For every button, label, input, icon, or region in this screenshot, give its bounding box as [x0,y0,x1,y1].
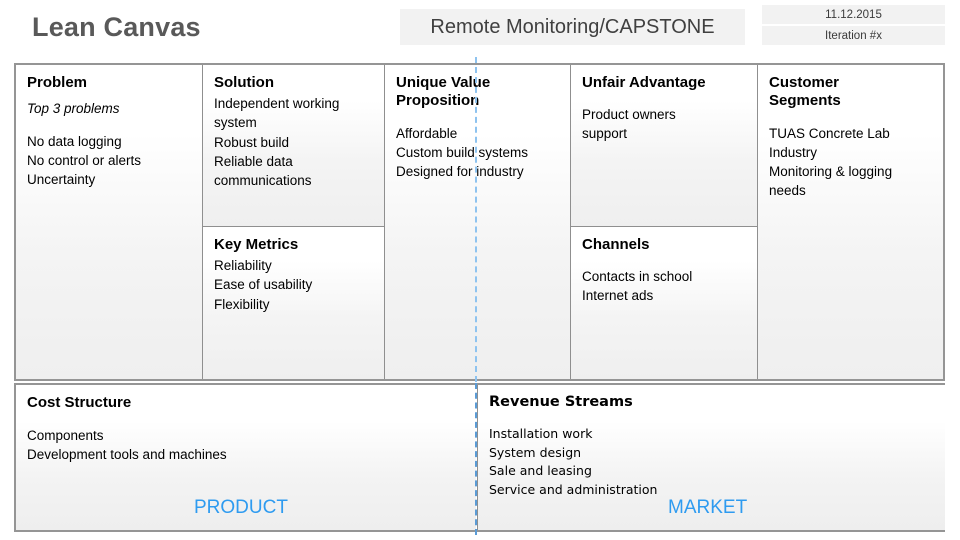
date-text: 11.12.2015 [825,8,882,21]
uvp-items: Affordable Custom build systems Designed… [396,125,529,179]
customer-segments-heading: Customer Segments [769,74,841,110]
market-zone-label: MARKET [668,497,748,518]
column-divider-2 [384,65,385,379]
uvp-heading: Unique Value Proposition [396,74,491,110]
solution-heading: Solution [214,74,274,91]
cost-structure-items: Components Development tools and machine… [27,428,227,463]
cost-structure-heading: Cost Structure [27,394,132,411]
iteration-text: Iteration #x [825,29,882,42]
block-unfair-advantage: Unfair Advantage Product owners support [571,65,757,226]
problem-heading: Problem [27,74,88,91]
column-divider-1 [202,65,203,379]
header: Lean Canvas Remote Monitoring/CAPSTONE 1… [0,0,960,56]
block-unique-value-proposition: Unique Value Proposition Affordable Cust… [385,65,570,379]
customer-segments-items: TUAS Concrete Lab Industry Monitoring & … [769,125,893,199]
column-divider-4 [757,65,758,379]
block-customer-segments: Customer Segments TUAS Concrete Lab Indu… [758,65,943,379]
unfair-advantage-heading: Unfair Advantage [582,74,706,91]
lean-canvas-top-grid: Problem Top 3 problems No data logging N… [14,63,945,381]
block-key-metrics: Key Metrics Reliability Ease of usabilit… [203,227,384,379]
key-metrics-items: Reliability Ease of usability Flexibilit… [214,258,313,312]
unfair-advantage-items: Product owners support [582,107,676,142]
lean-canvas-bottom-grid: Cost Structure Components Development to… [14,383,945,532]
problem-subtitle: Top 3 problems [27,101,120,117]
key-metrics-heading: Key Metrics [214,236,299,253]
column-divider-3 [570,65,571,379]
date-box: 11.12.2015 [762,5,945,24]
project-title-box: Remote Monitoring/CAPSTONE [400,9,745,45]
problem-items: No data logging No control or alerts Unc… [27,133,142,187]
project-title-text: Remote Monitoring/CAPSTONE [430,15,715,38]
iteration-box: Iteration #x [762,26,945,45]
channels-heading: Channels [582,236,650,253]
revenue-streams-items: Installation work System design Sale and… [489,426,658,497]
page-title: Lean Canvas [32,12,201,42]
solution-items: Independent working system Robust build … [214,96,340,188]
row-divider-solution-keymetrics [203,226,384,227]
row-divider-unfair-channels [571,226,757,227]
block-problem: Problem Top 3 problems No data logging N… [16,65,202,379]
block-channels: Channels Contacts in school Internet ads [571,227,757,379]
revenue-streams-heading: Revenue Streams [489,394,633,410]
product-market-divider-bottom [475,383,477,535]
product-market-divider-top [475,57,477,382]
channels-items: Contacts in school Internet ads [582,269,693,304]
block-solution: Solution Independent working system Robu… [203,65,384,226]
product-zone-label: PRODUCT [194,497,288,518]
block-revenue-streams: Revenue Streams Installation work System… [477,385,945,530]
block-cost-structure: Cost Structure Components Development to… [16,385,476,530]
